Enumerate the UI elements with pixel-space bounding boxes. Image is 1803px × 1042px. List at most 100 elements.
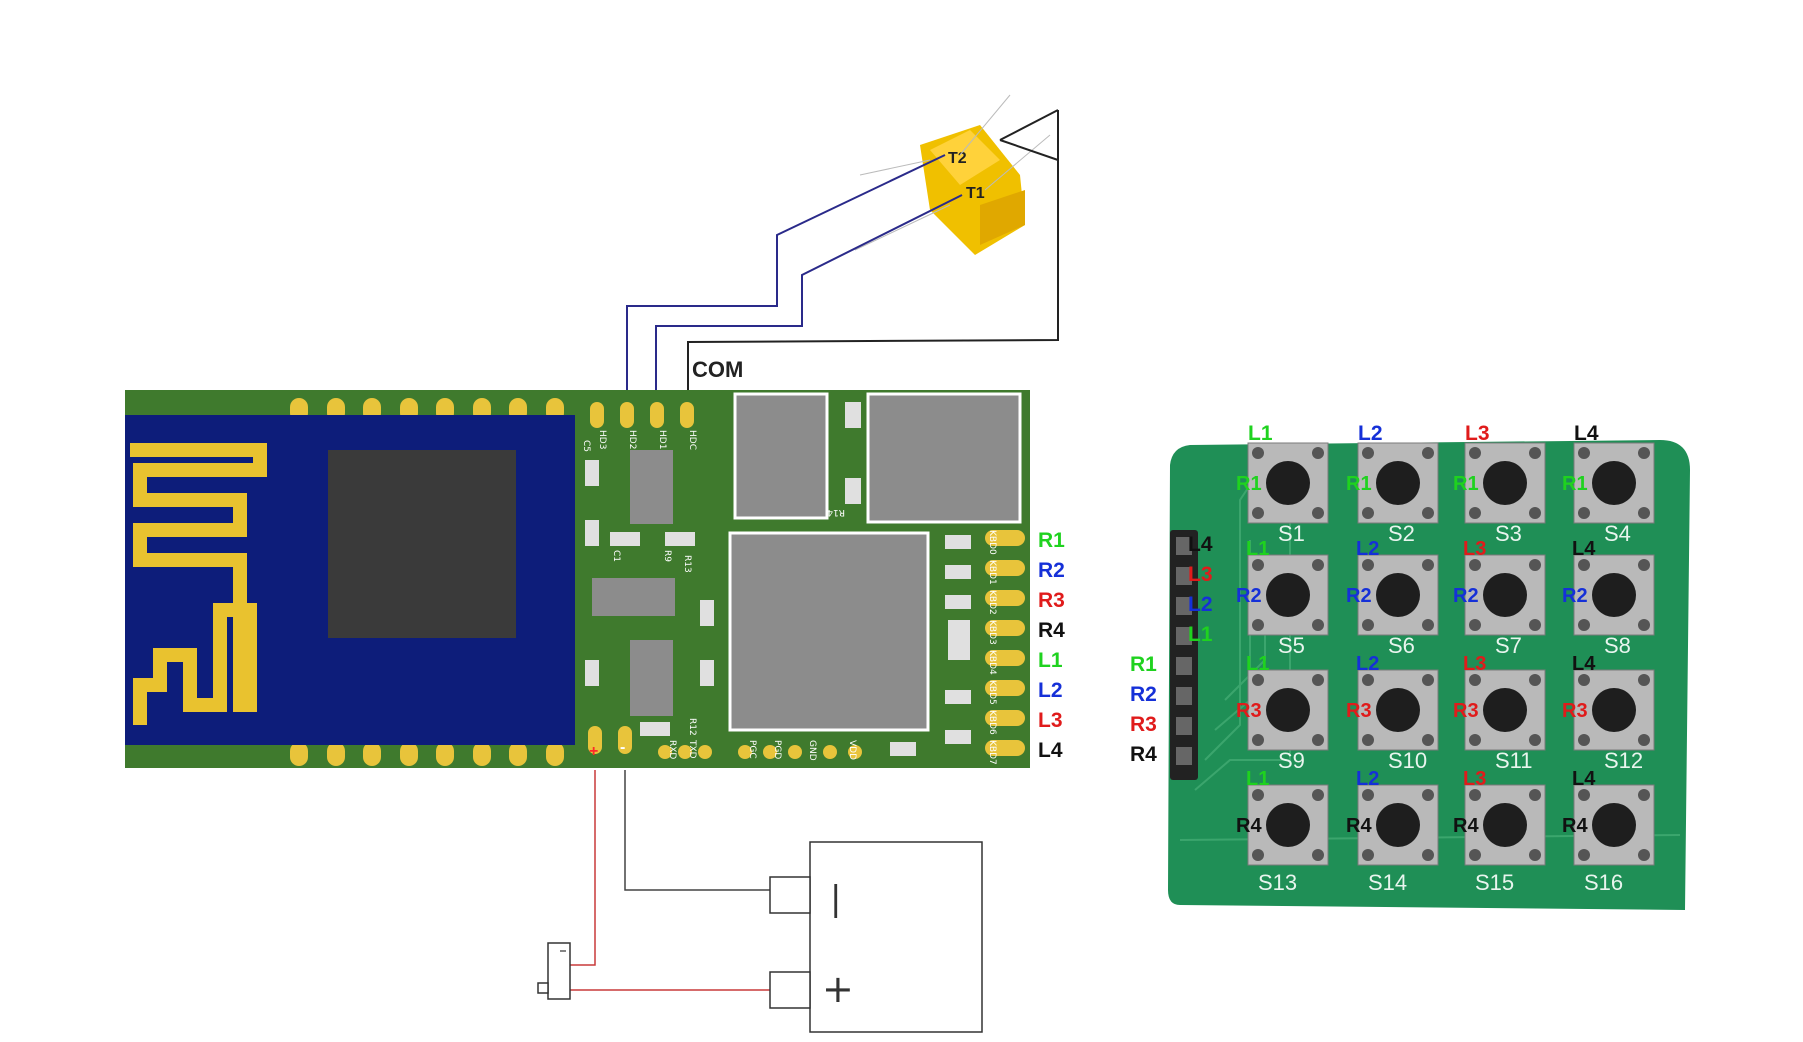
module-pin-label-l3: L3 xyxy=(1038,709,1063,732)
switch-col-label: L1 xyxy=(1246,653,1269,675)
switch-label: S2 xyxy=(1388,521,1415,546)
switch-row-label: R4 xyxy=(1346,815,1372,837)
switch-row-label: R2 xyxy=(1346,585,1372,607)
keypad-switch[interactable] xyxy=(1357,442,1439,524)
switch-label: S8 xyxy=(1604,633,1631,658)
silk-kbd1: KBD1 xyxy=(987,560,997,585)
silk-hd3: HD3 xyxy=(597,430,607,449)
keypad-switch[interactable] xyxy=(1464,442,1546,524)
silk-gnd: GND xyxy=(807,740,817,761)
triac-t2-label: T2 xyxy=(948,150,967,167)
triac-component: T2 T1 xyxy=(854,94,1051,255)
keypad-switch[interactable] xyxy=(1464,669,1546,751)
switch-label: S11 xyxy=(1495,748,1533,773)
silk-kbd6: KBD6 xyxy=(987,710,997,735)
keypad-switch[interactable] xyxy=(1357,554,1439,636)
module-pin-label-l1: L1 xyxy=(1038,649,1063,672)
switch-row-label: R4 xyxy=(1236,815,1262,837)
switch-col-label: L4 xyxy=(1572,653,1596,675)
keypad-switch[interactable] xyxy=(1357,784,1439,866)
keypad-switch[interactable] xyxy=(1573,669,1655,751)
module-pin-label-r4: R4 xyxy=(1038,619,1065,642)
switch-label: S13 xyxy=(1258,870,1297,895)
silk-txd: TXD xyxy=(687,739,697,759)
triac-t1-label: T1 xyxy=(966,185,985,202)
switch-col-label: L3 xyxy=(1463,768,1486,790)
header-pin-label-r4: R4 xyxy=(1130,743,1157,766)
module-silkscreen: HD3 HD2 HD1 HDC C5 C1 R9 R13 R14 R12 RXD… xyxy=(581,430,997,765)
keypad-switch[interactable] xyxy=(1573,554,1655,636)
switch-row-label: R2 xyxy=(1453,585,1479,607)
keypad-switch[interactable] xyxy=(1573,442,1655,524)
wire-hd2-t2 xyxy=(626,154,946,392)
switch-col-label: L2 xyxy=(1356,768,1379,790)
switch-label: S9 xyxy=(1278,748,1305,773)
silk-r12: R12 xyxy=(687,718,697,736)
module-pin-label-r3: R3 xyxy=(1038,589,1065,612)
switch-row-label: R1 xyxy=(1236,473,1262,495)
switch-col-label: L1 xyxy=(1246,538,1269,560)
switch-col-label: L4 xyxy=(1572,538,1596,560)
silk-c5: C5 xyxy=(581,440,591,452)
switch-label: S5 xyxy=(1278,633,1305,658)
module-components xyxy=(585,392,1022,756)
silk-pgd: PGD xyxy=(772,740,782,759)
switch-row-label: R2 xyxy=(1236,585,1262,607)
module-kbd-pads xyxy=(985,530,1025,756)
module-pin-label-l4: L4 xyxy=(1038,739,1063,762)
wire-hd1-t1 xyxy=(655,194,963,392)
column-header-l3: L3 xyxy=(1465,422,1490,445)
silk-vdd: VDD xyxy=(847,740,857,760)
keypad-switch[interactable] xyxy=(1357,669,1439,751)
silk-c1: C1 xyxy=(611,550,621,562)
switch-label: S7 xyxy=(1495,633,1522,658)
hc-module-chip xyxy=(328,450,516,638)
module-pin-label-l2: L2 xyxy=(1038,679,1063,702)
silk-r14: R14 xyxy=(827,507,845,517)
switch-row-label: R2 xyxy=(1562,585,1588,607)
keypad-switch[interactable] xyxy=(1247,784,1329,866)
switch-col-label: L3 xyxy=(1463,538,1486,560)
keypad-switch[interactable] xyxy=(1247,442,1329,524)
switch-label: S3 xyxy=(1495,521,1522,546)
transistor-q1 xyxy=(630,450,673,524)
keypad-switch[interactable] xyxy=(1247,669,1329,751)
keypad-switch[interactable] xyxy=(1247,554,1329,636)
column-header-l4: L4 xyxy=(1574,422,1599,445)
switch-label: S16 xyxy=(1584,870,1623,895)
switch-row-label: R3 xyxy=(1346,700,1372,722)
triac-wires xyxy=(626,109,1059,392)
switch-label: S12 xyxy=(1604,748,1643,773)
keypad-header xyxy=(1170,530,1198,780)
switch-row-label: R1 xyxy=(1562,473,1588,495)
module-pin-label-r2: R2 xyxy=(1038,559,1065,582)
keypad-switch[interactable] xyxy=(1464,554,1546,636)
switch-label: S10 xyxy=(1388,748,1427,773)
battery-box xyxy=(809,841,983,1033)
silk-pgc: PGC xyxy=(747,740,757,759)
module-header-pads-top xyxy=(590,402,694,428)
wire-plus xyxy=(570,770,596,966)
switch-row-label: R3 xyxy=(1562,700,1588,722)
switch-row-label: R4 xyxy=(1562,815,1588,837)
silk-kbd3: KBD3 xyxy=(987,620,997,645)
header-pin-label-l4: L4 xyxy=(1188,533,1213,556)
keypad-switch[interactable] xyxy=(1573,784,1655,866)
switch-label: S1 xyxy=(1278,521,1305,546)
battery-minus-symbol: | xyxy=(830,879,841,919)
ic-regulator-b xyxy=(866,392,1022,524)
switch-row-label: R3 xyxy=(1236,700,1262,722)
silk-kbd4: KBD4 xyxy=(987,650,997,675)
keypad-switch[interactable] xyxy=(1464,784,1546,866)
switch-label: S15 xyxy=(1475,870,1514,895)
module-plus-label: + xyxy=(589,743,598,760)
switch-row-label: R4 xyxy=(1453,815,1479,837)
silk-kbd5: KBD5 xyxy=(987,680,997,705)
silk-kbd7: KBD7 xyxy=(987,740,997,765)
module-header-pads-bottom xyxy=(588,726,862,759)
header-pin-label-r1: R1 xyxy=(1130,653,1157,676)
transistor-q2 xyxy=(592,578,675,616)
